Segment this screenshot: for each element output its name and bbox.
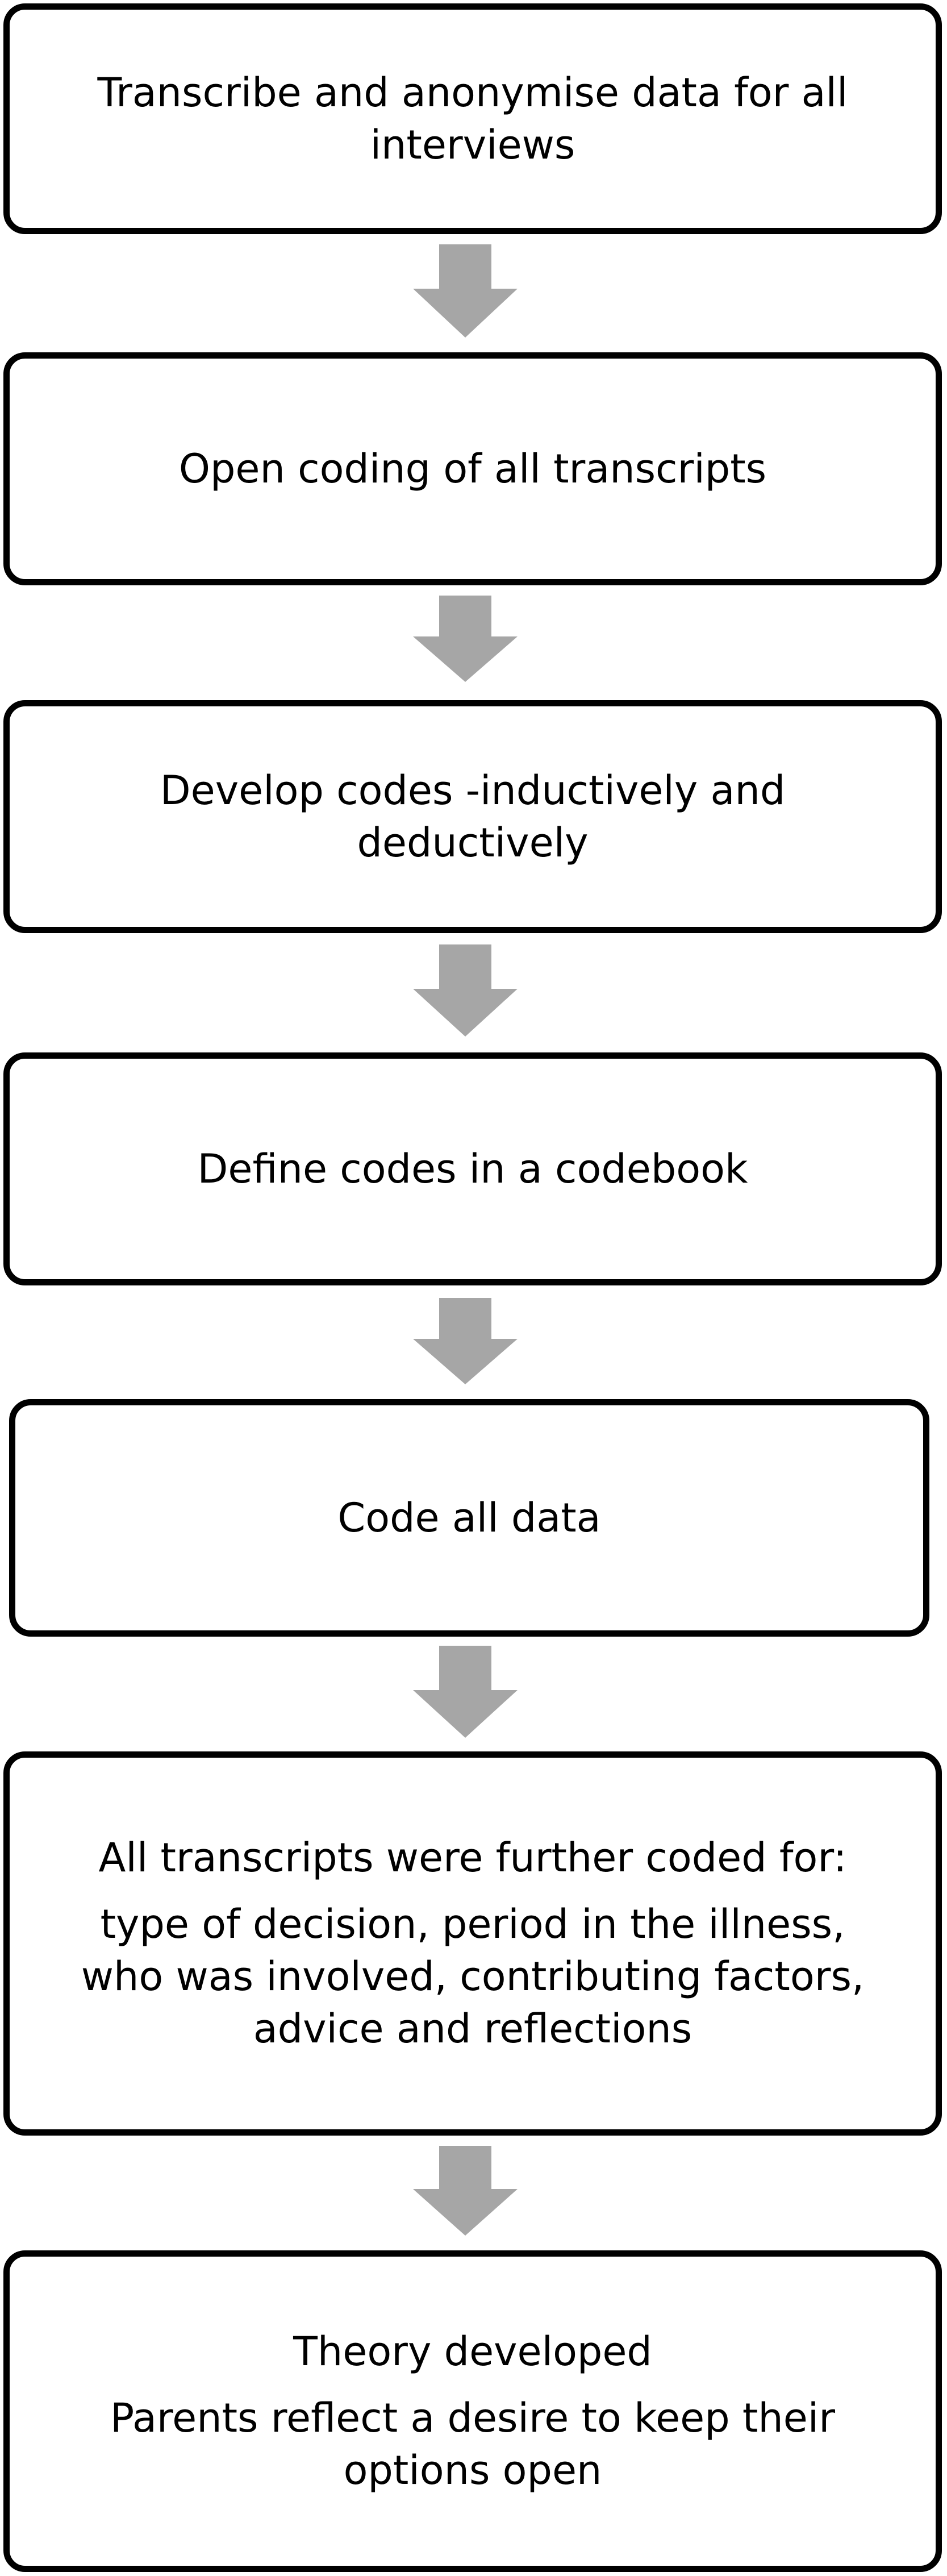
step-text: Code all data xyxy=(337,1494,601,1541)
step-text: interviews xyxy=(370,122,575,168)
step-box-theory-developed: Theory developed Parents reflect a desir… xyxy=(3,2250,942,2572)
step-text: Transcribe and anonymise data for all xyxy=(97,69,848,116)
down-arrow-icon xyxy=(413,244,518,338)
step-text: deductively xyxy=(357,819,589,866)
arrow-shape xyxy=(413,944,518,1037)
step-text: Define codes in a codebook xyxy=(197,1145,748,1192)
down-arrow-icon xyxy=(413,596,518,682)
step-box-define-codes: Define codes in a codebook xyxy=(3,1052,942,1285)
step-text: Develop codes -inductively and xyxy=(160,767,786,814)
step-box-open-coding: Open coding of all transcripts xyxy=(3,352,942,585)
down-arrow-icon xyxy=(413,1298,518,1384)
down-arrow-icon xyxy=(413,944,518,1037)
down-arrow-icon xyxy=(413,1646,518,1738)
step-text: advice and reflections xyxy=(253,2005,692,2053)
arrow-shape xyxy=(413,244,518,338)
arrow-shape xyxy=(413,2146,518,2236)
step-text: Open coding of all transcripts xyxy=(178,445,767,492)
down-arrow-icon xyxy=(413,2146,518,2236)
step-box-further-coded: All transcripts were further coded for: … xyxy=(3,1751,942,2136)
step-box-code-all-data: Code all data xyxy=(9,1399,929,1637)
step-text: type of decision, period in the illness, xyxy=(100,1900,845,1947)
step-text: options open xyxy=(343,2447,602,2494)
arrow-shape xyxy=(413,1298,518,1384)
step-box-transcribe: Transcribe and anonymise data for all in… xyxy=(3,3,942,234)
step-heading: Theory developed xyxy=(293,2328,652,2375)
step-box-develop-codes: Develop codes -inductively and deductive… xyxy=(3,700,942,933)
arrow-shape xyxy=(413,596,518,682)
step-text: who was involved, contributing factors, xyxy=(81,1953,865,2000)
step-heading: All transcripts were further coded for: xyxy=(98,1834,847,1882)
arrow-shape xyxy=(413,1646,518,1738)
step-text: Parents reflect a desire to keep their xyxy=(110,2394,836,2441)
